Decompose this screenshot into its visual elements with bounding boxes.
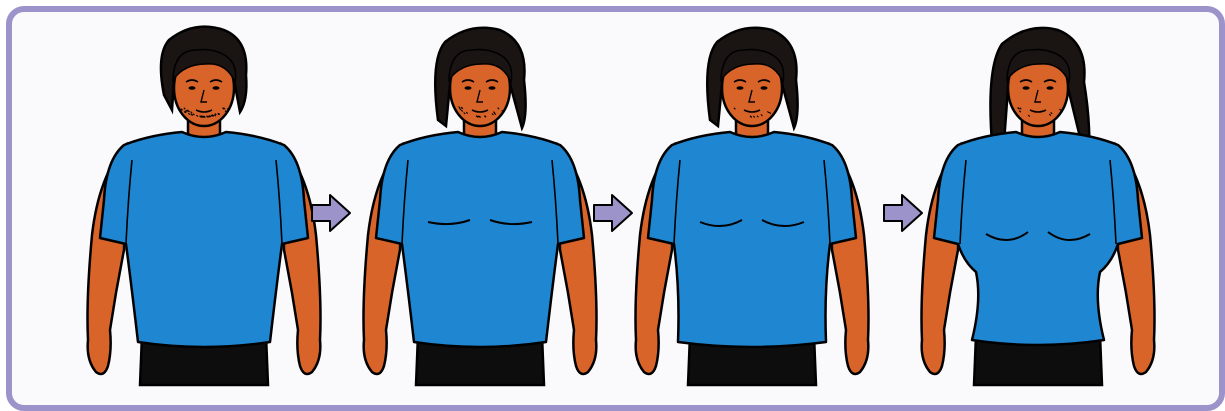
right-arrow-icon: [594, 195, 632, 231]
left-eye: [1023, 86, 1030, 90]
figure-stage-2: [364, 28, 597, 385]
right-arrow-icon: [884, 195, 922, 231]
left-eye: [189, 86, 196, 90]
right-arrow-icon: [312, 195, 350, 231]
right-eye: [489, 86, 496, 90]
right-eye: [213, 86, 220, 90]
right-eye: [1047, 86, 1054, 90]
left-eye: [465, 86, 472, 90]
right-eye: [761, 86, 768, 90]
figure-stage-1: [88, 27, 321, 385]
figure-stage-4: [922, 28, 1155, 385]
left-eye: [737, 86, 744, 90]
figure-stage-3: [636, 28, 869, 385]
